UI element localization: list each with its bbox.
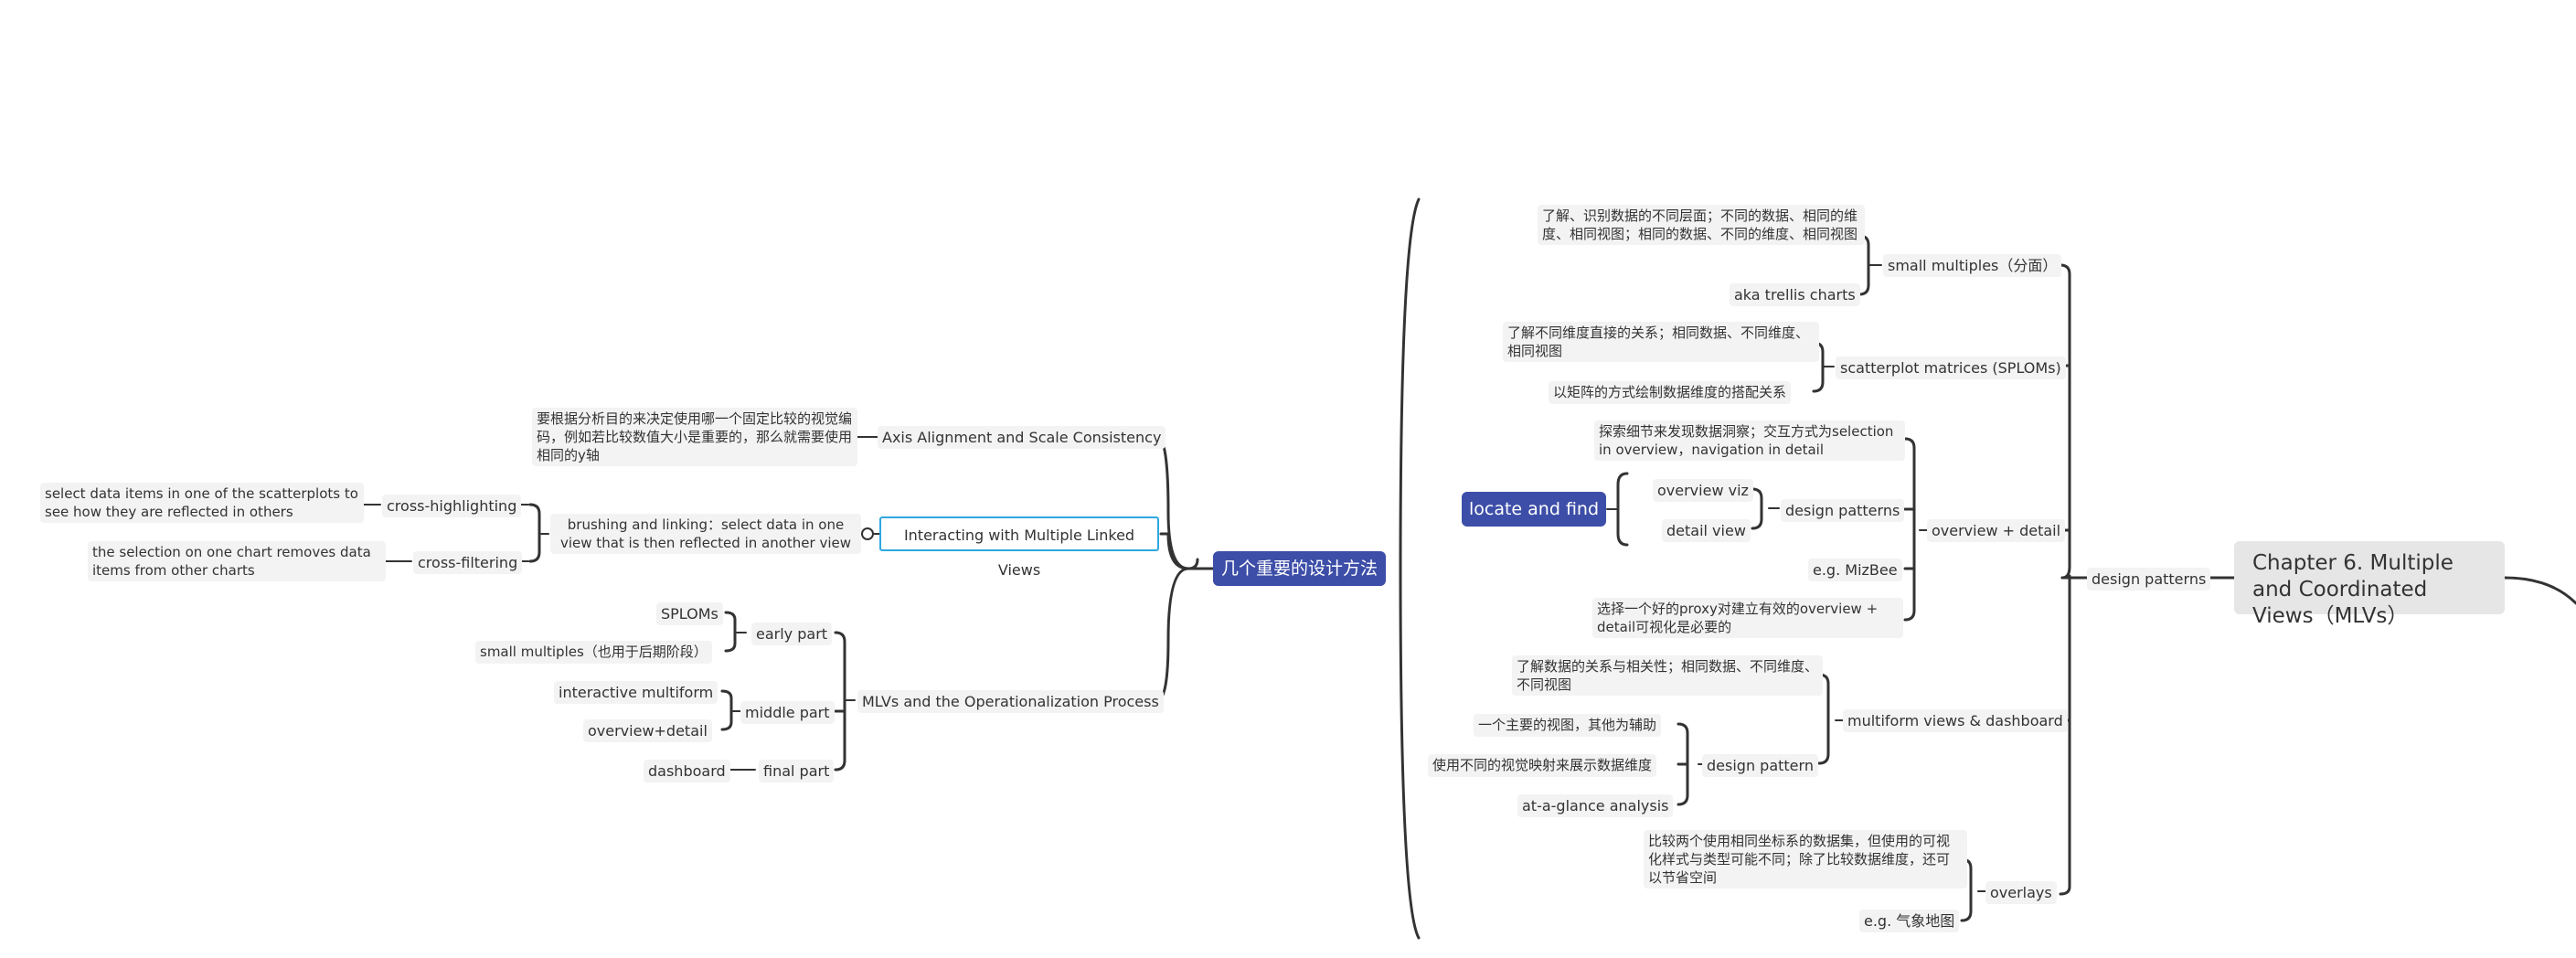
topic-interacting-selected[interactable]: Interacting with Multiple Linked Views — [879, 516, 1159, 579]
topic-final[interactable]: final part — [759, 760, 835, 782]
topic-dp2[interactable]: 使用不同的视觉映射来展示数据维度 — [1428, 754, 1657, 777]
root-topic[interactable]: Chapter 6. Multiple and Coordinated View… — [2234, 541, 2505, 628]
topic-overlays[interactable]: overlays — [1985, 881, 2057, 904]
topic-middle[interactable]: middle part — [740, 701, 835, 724]
topic-dp1[interactable]: 一个主要的视图，其他为辅助 — [1474, 714, 1662, 737]
topic-sm-desc[interactable]: 了解、识别数据的不同层面；不同的数据、相同的维度、相同视图；相同的数据、不同的维… — [1538, 205, 1865, 245]
topic-small-mult-later[interactable]: small multiples（也用于后期阶段） — [475, 641, 712, 664]
topic-sploms[interactable]: SPLOMs — [656, 602, 723, 625]
topic-overview-detail[interactable]: overview + detail — [1927, 519, 2066, 542]
topic-splom-desc2[interactable]: 以矩阵的方式绘制数据维度的搭配关系 — [1549, 381, 1792, 404]
topic-cross-filtering[interactable]: cross-filtering — [413, 551, 523, 574]
topic-mizbee[interactable]: e.g. MizBee — [1808, 559, 1902, 581]
topic-dp3[interactable]: at-a-glance analysis — [1517, 794, 1674, 817]
topic-ov-desc[interactable]: 比较两个使用相同坐标系的数据集，但使用的可视化样式与类型可能不同；除了比较数据维… — [1644, 830, 1967, 889]
topic-multiform[interactable]: multiform views & dashboard — [1843, 709, 2068, 732]
topic-interactive-mf[interactable]: interactive multiform — [554, 681, 719, 704]
topic-dashboard[interactable]: dashboard — [644, 760, 730, 782]
topic-overview-viz[interactable]: overview viz — [1653, 479, 1753, 502]
topic-cross-filter-desc[interactable]: the selection on one chart removes data … — [88, 541, 386, 581]
topic-small-multiples[interactable]: small multiples（分面） — [1883, 254, 2062, 277]
locate-and-find-label[interactable]: locate and find — [1462, 492, 1606, 527]
topic-splom[interactable]: scatterplot matrices (SPLOMs) — [1836, 357, 2066, 379]
topic-early[interactable]: early part — [751, 623, 833, 645]
topic-od-desc[interactable]: 探索细节来发现数据洞察；交互方式为selection in overview，n… — [1594, 420, 1905, 461]
topic-od-design-patterns[interactable]: design patterns — [1781, 499, 1905, 522]
topic-splom-desc1[interactable]: 了解不同维度直接的关系；相同数据、不同维度、相同视图 — [1503, 322, 1819, 362]
topic-axis-desc[interactable]: 要根据分析目的来决定使用哪一个固定比较的视觉编码，例如若比较数值大小是重要的，那… — [532, 408, 857, 466]
topic-proxy[interactable]: 选择一个好的proxy对建立有效的overview + detail可视化是必要… — [1592, 598, 1903, 638]
hub-design-methods[interactable]: 几个重要的设计方法 — [1213, 551, 1386, 586]
topic-detail-view[interactable]: detail view — [1662, 519, 1751, 542]
topic-ov-detail[interactable]: overview+detail — [583, 719, 712, 742]
topic-weather[interactable]: e.g. 气象地图 — [1859, 910, 1960, 932]
topic-cross-highlighting[interactable]: cross-highlighting — [382, 495, 522, 517]
topic-axis[interactable]: Axis Alignment and Scale Consistency — [878, 426, 1166, 449]
topic-design-patterns[interactable]: design patterns — [2087, 568, 2211, 591]
topic-brushing[interactable]: brushing and linking：select data in one … — [550, 514, 861, 554]
topic-mf-desc[interactable]: 了解数据的关系与相关性；相同数据、不同维度、不同视图 — [1512, 655, 1823, 696]
topic-cross-high-desc[interactable]: select data items in one of the scatterp… — [40, 483, 364, 523]
topic-mlv-op[interactable]: MLVs and the Operationalization Process — [857, 690, 1164, 713]
topic-trellis[interactable]: aka trellis charts — [1730, 283, 1860, 306]
topic-design-pattern[interactable]: design pattern — [1702, 754, 1818, 777]
